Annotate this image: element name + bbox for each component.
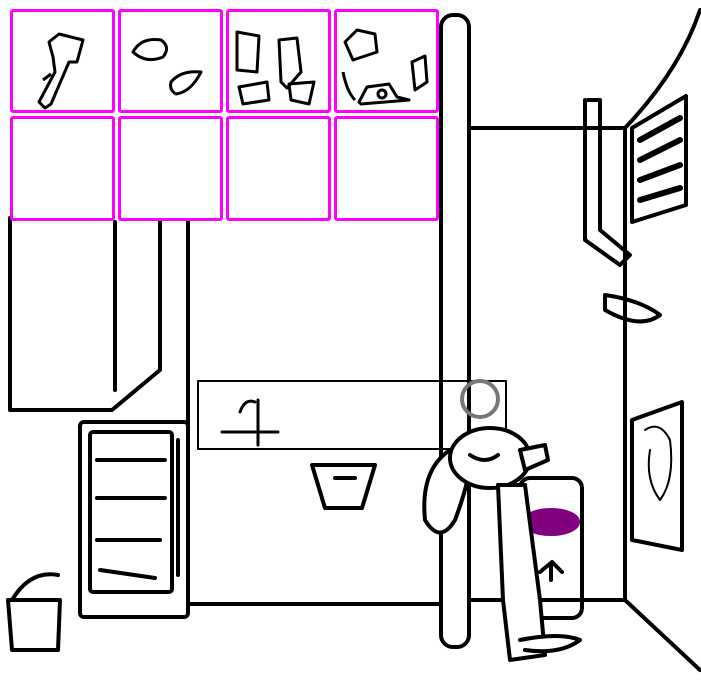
inventory-slot-4[interactable] [334, 9, 439, 113]
pipe-column [439, 13, 471, 649]
bottles-icon [235, 30, 316, 106]
window[interactable] [630, 94, 688, 224]
inventory-slot-3[interactable] [226, 9, 331, 113]
poster[interactable] [630, 400, 684, 552]
right-wall-curve [623, 8, 701, 130]
floor-line [623, 598, 701, 672]
left-bin[interactable] [6, 572, 62, 652]
fridge[interactable] [78, 420, 190, 619]
hose[interactable] [603, 293, 662, 324]
inventory-slot-2[interactable] [118, 9, 223, 113]
wall-pipe [583, 98, 632, 267]
inventory-slot-6[interactable] [118, 116, 223, 221]
rocks-icon [131, 38, 203, 96]
inventory-slot-7[interactable] [226, 116, 331, 221]
wall-shelf[interactable] [197, 380, 507, 450]
inventory-slot-8[interactable] [334, 116, 439, 221]
flashlight-icon [37, 32, 85, 110]
inventory-slot-1[interactable] [10, 9, 115, 113]
upper-cabinet[interactable] [8, 216, 162, 412]
round-mirror[interactable] [460, 379, 500, 419]
hanging-basket[interactable] [310, 463, 377, 510]
scraps-icon [341, 28, 429, 106]
inventory-slot-5[interactable] [10, 116, 115, 221]
shelf-stand[interactable] [220, 398, 280, 447]
character[interactable] [422, 426, 582, 662]
